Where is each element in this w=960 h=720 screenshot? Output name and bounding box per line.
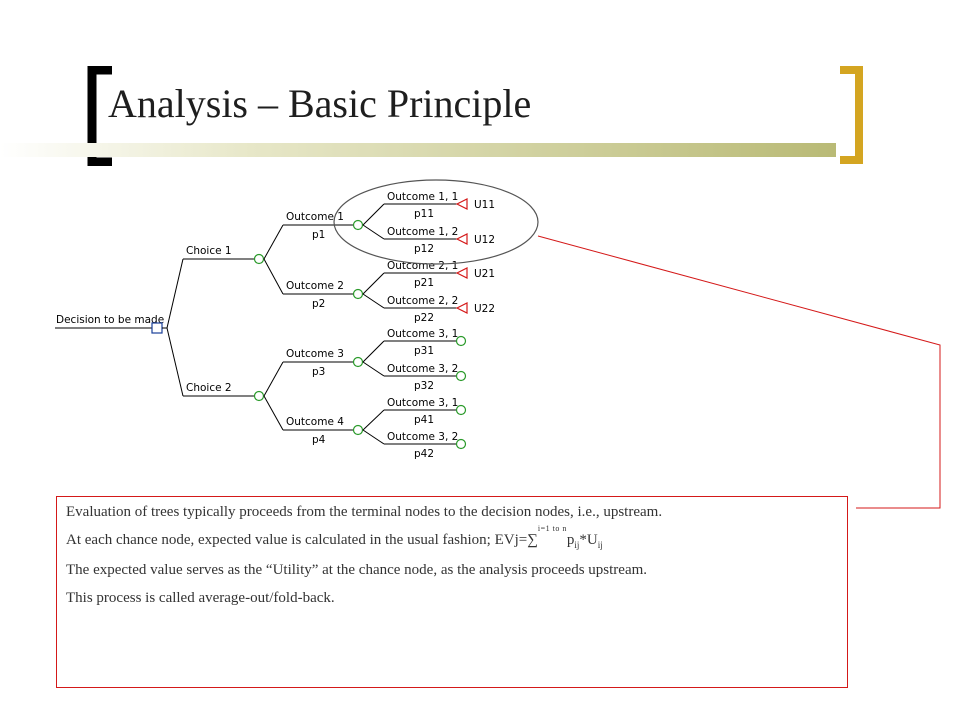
sub-outcome-connector (362, 224, 385, 240)
decision-node (151, 322, 163, 334)
outcome-probability: p3 (312, 366, 325, 378)
sub-outcome-probability: p31 (414, 345, 434, 357)
choice-connector (166, 327, 184, 397)
expected-value-formula: At each chance node, expected value is c… (66, 524, 838, 551)
left-bracket-decoration (87, 66, 112, 166)
chance-node (455, 370, 467, 382)
sub-outcome-label: Outcome 3, 1 (387, 397, 458, 409)
utility-label: U22 (474, 303, 495, 315)
sum-symbol: ∑ (527, 532, 538, 548)
sub-outcome-label: Outcome 3, 2 (387, 363, 458, 375)
choice-label: Choice 1 (186, 245, 232, 257)
sub-outcome-label: Outcome 2, 2 (387, 295, 458, 307)
utility-label: U11 (474, 199, 495, 211)
title-underline-band (0, 143, 836, 157)
sub-outcome-connector (362, 272, 385, 295)
p-term: p (566, 532, 575, 548)
outcome-probability: p1 (312, 229, 325, 241)
outcome-connector (263, 224, 284, 260)
utility-label: U12 (474, 234, 495, 246)
chance-node (455, 438, 467, 450)
chance-node (352, 219, 364, 231)
explanation-box: Evaluation of trees typically proceeds f… (56, 496, 848, 688)
sub-outcome-probability: p11 (414, 208, 434, 220)
outcome-probability: p2 (312, 298, 325, 310)
outcome-label: Outcome 1 (286, 211, 344, 223)
formula-prefix: At each chance node, expected value is c… (66, 532, 528, 548)
sub-outcome-probability: p32 (414, 380, 434, 392)
outcome-label: Outcome 4 (286, 416, 344, 428)
callout-connector-line (537, 235, 941, 509)
explanation-line-1: Evaluation of trees typically proceeds f… (66, 504, 663, 520)
sub-outcome-probability: p41 (414, 414, 434, 426)
outcome-connector (263, 395, 284, 431)
sub-outcome-label: Outcome 3, 1 (387, 328, 458, 340)
sub-outcome-connector (362, 409, 385, 431)
choice-label: Choice 2 (186, 382, 232, 394)
utility-label: U21 (474, 268, 495, 280)
sum-limit: i=1 to n (537, 524, 567, 533)
sub-outcome-connector (362, 293, 385, 309)
sub-outcome-probability: p12 (414, 243, 434, 255)
sub-outcome-connector (362, 203, 385, 226)
explanation-line-3: The expected value serves as the “Utilit… (66, 562, 648, 578)
sub-outcome-probability: p22 (414, 312, 434, 324)
p-subscript: ij (574, 540, 580, 550)
sub-outcome-probability: p21 (414, 277, 434, 289)
sub-outcome-connector (362, 340, 385, 363)
terminal-node (455, 233, 468, 245)
chance-node (253, 253, 265, 265)
u-subscript: ij (597, 540, 603, 550)
chance-node (352, 356, 364, 368)
outcome-label: Outcome 2 (286, 280, 344, 292)
outcome-label: Outcome 3 (286, 348, 344, 360)
choice-connector (166, 258, 184, 329)
outcome-connector (263, 258, 284, 295)
chance-node (352, 424, 364, 436)
outcome-probability: p4 (312, 434, 326, 446)
sub-outcome-label: Outcome 3, 2 (387, 431, 458, 443)
chance-node (352, 288, 364, 300)
chance-node (253, 390, 265, 402)
terminal-node (455, 302, 468, 314)
sub-outcome-label: Outcome 1, 2 (387, 226, 458, 238)
sub-outcome-connector (362, 429, 385, 445)
sub-outcome-connector (362, 361, 385, 377)
outcome-connector (263, 361, 284, 397)
explanation-line-4: This process is called average-out/fold-… (66, 590, 335, 606)
terminal-node (455, 267, 468, 279)
sub-outcome-probability: p42 (414, 448, 434, 460)
chance-node (455, 335, 467, 347)
root-label: Decision to be made (56, 314, 164, 326)
terminal-node (455, 198, 468, 210)
sub-outcome-label: Outcome 1, 1 (387, 191, 458, 203)
utility-term: *U (579, 532, 598, 548)
right-bracket-decoration (840, 66, 863, 164)
sub-outcome-label: Outcome 2, 1 (387, 260, 458, 272)
highlight-ellipse (333, 179, 539, 265)
chance-node (455, 404, 467, 416)
page-title: Analysis – Basic Principle (108, 81, 532, 126)
